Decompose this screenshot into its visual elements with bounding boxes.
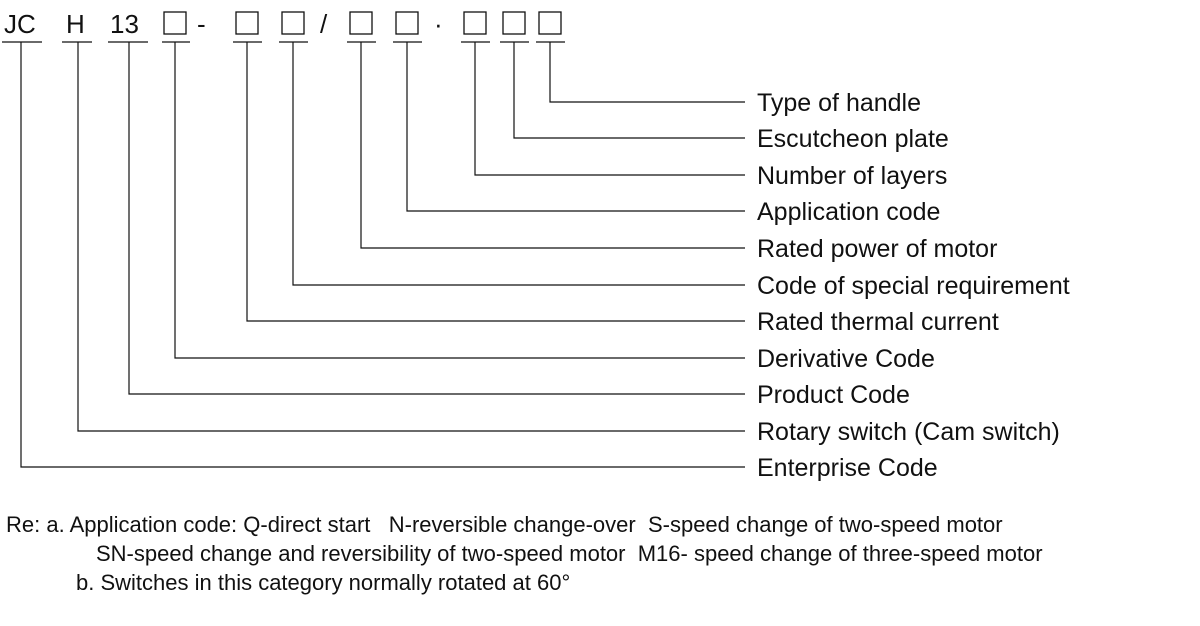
placeholder-box-handle [538, 11, 562, 35]
code-token-13: 13 [110, 9, 139, 39]
leader-rated-thermal-current [246, 42, 745, 322]
label-type-of-handle: Type of handle [757, 89, 921, 117]
remark-a: Re: a. Application code: Q-direct start … [6, 512, 1003, 537]
label-number-of-layers: Number of layers [757, 162, 947, 190]
code-token-h: H [66, 9, 85, 39]
label-enterprise-code: Enterprise Code [757, 454, 938, 482]
leader-escutcheon-plate [513, 42, 745, 139]
leader-enterprise-code [20, 42, 745, 468]
placeholder-box-escutcheon [502, 11, 526, 35]
label-rated-thermal-current: Rated thermal current [757, 308, 999, 336]
model-code-diagram: JC H 13 - / · [2, 9, 1070, 482]
leader-special-requirement [292, 42, 745, 286]
placeholder-box-layers [463, 11, 487, 35]
label-product-code: Product Code [757, 381, 910, 409]
leader-derivative-code [174, 42, 745, 359]
placeholder-box-special-requirement [281, 11, 305, 35]
leader-type-of-handle [549, 42, 745, 103]
placeholder-box-derivative [163, 11, 187, 35]
label-escutcheon-plate: Escutcheon plate [757, 125, 949, 153]
placeholder-box-thermal-current [235, 11, 259, 35]
leader-product-code [128, 42, 745, 395]
remark-b: b. Switches in this category normally ro… [76, 570, 571, 595]
remark-a-continued: SN-speed change and reversibility of two… [96, 541, 1043, 566]
leader-application-code [406, 42, 745, 212]
label-rated-power-of-motor: Rated power of motor [757, 235, 997, 263]
placeholder-box-motor-power [349, 11, 373, 35]
label-rotary-switch: Rotary switch (Cam switch) [757, 418, 1060, 446]
code-token-jc: JC [4, 9, 36, 39]
label-application-code: Application code [757, 198, 940, 226]
label-derivative-code: Derivative Code [757, 345, 935, 373]
placeholder-box-application-code [395, 11, 419, 35]
leader-rotary-switch [77, 42, 745, 432]
leader-number-of-layers [474, 42, 745, 176]
remarks-block: Re: a. Application code: Q-direct start … [0, 510, 1200, 626]
code-separator-slash: / [320, 9, 328, 39]
code-separator-dash: - [197, 9, 206, 39]
leader-rated-power-of-motor [360, 42, 745, 249]
label-special-requirement: Code of special requirement [757, 272, 1070, 300]
code-separator-dot: · [434, 9, 443, 39]
